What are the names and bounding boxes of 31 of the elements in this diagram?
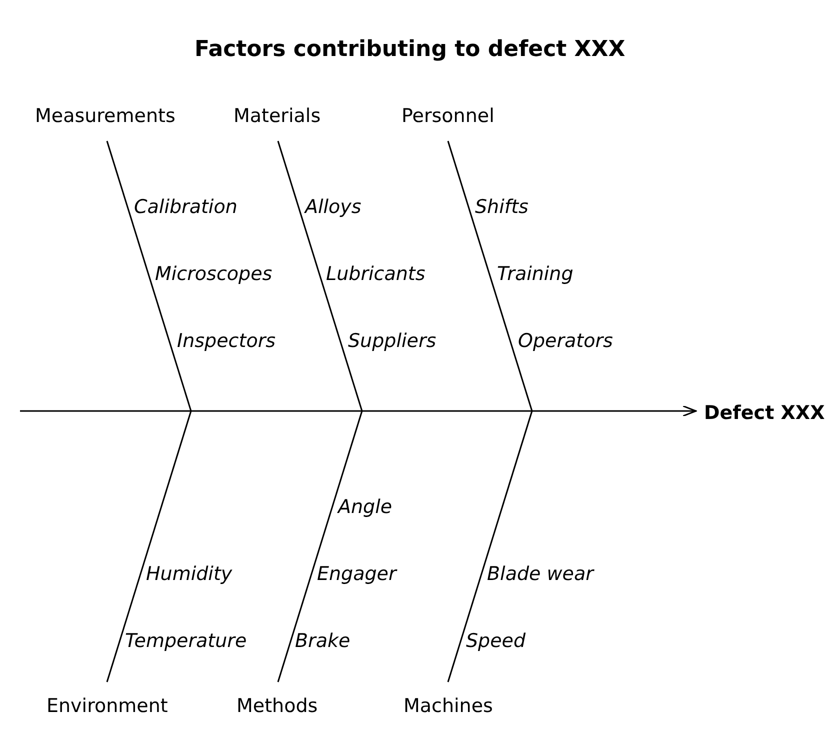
category-label: Machines bbox=[404, 694, 493, 718]
cause-label: Training bbox=[497, 262, 574, 286]
category-label: Materials bbox=[234, 104, 321, 128]
cause-label: Operators bbox=[518, 329, 613, 353]
spine-arrow bbox=[20, 405, 697, 417]
effect-label: Defect XXX bbox=[704, 401, 825, 425]
bone-line bbox=[447, 410, 533, 682]
category-label: Methods bbox=[236, 694, 318, 718]
cause-label: Calibration bbox=[134, 195, 238, 219]
category-label: Measurements bbox=[35, 104, 176, 128]
cause-label: Blade wear bbox=[487, 562, 594, 586]
category-label: Personnel bbox=[402, 104, 494, 128]
bone-line bbox=[447, 140, 533, 412]
cause-label: Lubricants bbox=[326, 262, 426, 286]
cause-label: Suppliers bbox=[348, 329, 436, 353]
cause-label: Engager bbox=[317, 562, 396, 586]
title: Factors contributing to defect XXX bbox=[194, 38, 626, 62]
cause-label: Inspectors bbox=[177, 329, 276, 353]
cause-label: Alloys bbox=[305, 195, 362, 219]
cause-label: Angle bbox=[338, 495, 392, 519]
bone-line bbox=[277, 410, 363, 682]
cause-label: Shifts bbox=[475, 195, 528, 219]
cause-label: Microscopes bbox=[155, 262, 272, 286]
cause-label: Brake bbox=[295, 629, 350, 653]
category-label: Environment bbox=[46, 694, 168, 718]
cause-label: Temperature bbox=[125, 629, 247, 653]
bone-line bbox=[106, 410, 192, 682]
cause-label: Speed bbox=[466, 629, 526, 653]
bone-line bbox=[106, 140, 192, 412]
bone-line bbox=[277, 140, 363, 412]
cause-label: Humidity bbox=[146, 562, 232, 586]
